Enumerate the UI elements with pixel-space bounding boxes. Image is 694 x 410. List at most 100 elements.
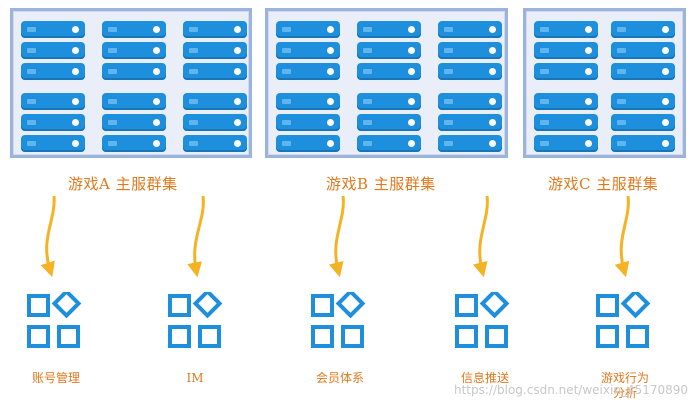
server-led-icon: [585, 68, 592, 75]
server-slot-icon: [363, 141, 372, 146]
server-led-icon: [234, 98, 241, 105]
server-led-icon: [72, 47, 79, 54]
server-slot-icon: [617, 27, 626, 32]
server-led-icon: [585, 119, 592, 126]
server-led-icon: [408, 47, 415, 54]
server-unit: [21, 114, 85, 131]
server-led-icon: [585, 26, 592, 33]
server-unit: [102, 114, 166, 131]
server-slot-icon: [108, 141, 117, 146]
server-slot-icon: [617, 69, 626, 74]
server-slot-icon: [617, 48, 626, 53]
server-slot-icon: [363, 99, 372, 104]
server-led-icon: [72, 119, 79, 126]
server-led-icon: [327, 47, 334, 54]
server-led-icon: [153, 26, 160, 33]
server-led-icon: [234, 47, 241, 54]
server-slot-icon: [27, 48, 36, 53]
server-led-icon: [153, 98, 160, 105]
server-unit: [357, 21, 421, 38]
server-led-icon: [408, 98, 415, 105]
server-unit: [276, 135, 340, 152]
server-led-icon: [489, 119, 496, 126]
server-slot-icon: [282, 69, 291, 74]
server-unit: [276, 93, 340, 110]
server-slot-icon: [189, 48, 198, 53]
server-unit: [611, 42, 675, 59]
server-unit: [438, 63, 502, 80]
server-unit: [357, 114, 421, 131]
server-unit: [276, 63, 340, 80]
server-led-icon: [153, 140, 160, 147]
server-led-icon: [408, 119, 415, 126]
server-led-icon: [489, 26, 496, 33]
server-slot-icon: [444, 141, 453, 146]
server-unit: [534, 135, 598, 152]
server-unit: [534, 93, 598, 110]
server-slot-icon: [108, 120, 117, 125]
server-led-icon: [327, 140, 334, 147]
server-slot-icon: [27, 99, 36, 104]
server-slot-icon: [444, 69, 453, 74]
server-unit: [183, 93, 247, 110]
cluster-label-b: 游戏B 主服群集: [326, 175, 436, 193]
server-slot-icon: [108, 99, 117, 104]
server-led-icon: [234, 119, 241, 126]
server-led-icon: [489, 47, 496, 54]
server-slot-icon: [363, 48, 372, 53]
server-led-icon: [234, 68, 241, 75]
service-label-membership: 会员体系: [315, 371, 364, 385]
server-unit: [438, 42, 502, 59]
server-slot-icon: [27, 141, 36, 146]
server-unit: [438, 93, 502, 110]
server-led-icon: [662, 68, 669, 75]
server-unit: [276, 21, 340, 38]
app-grid-diamond-icon: [27, 292, 82, 348]
curved-arrow-down-icon: [40, 195, 56, 278]
server-led-icon: [408, 26, 415, 33]
server-slot-icon: [27, 69, 36, 74]
server-led-icon: [234, 26, 241, 33]
server-unit: [183, 114, 247, 131]
server-led-icon: [408, 140, 415, 147]
server-led-icon: [662, 119, 669, 126]
server-slot-icon: [282, 48, 291, 53]
server-led-icon: [327, 98, 334, 105]
service-label-im: IM: [186, 371, 204, 385]
server-unit: [21, 93, 85, 110]
server-led-icon: [662, 98, 669, 105]
server-unit: [102, 42, 166, 59]
server-slot-icon: [27, 120, 36, 125]
server-slot-icon: [540, 99, 549, 104]
server-slot-icon: [617, 141, 626, 146]
server-unit: [611, 21, 675, 38]
server-led-icon: [72, 26, 79, 33]
curved-arrow-down-icon: [614, 195, 630, 278]
server-unit: [102, 135, 166, 152]
server-slot-icon: [282, 120, 291, 125]
server-slot-icon: [540, 48, 549, 53]
server-unit: [21, 42, 85, 59]
server-unit: [21, 135, 85, 152]
curved-arrow-down-icon: [187, 195, 205, 278]
server-unit: [357, 135, 421, 152]
server-led-icon: [327, 119, 334, 126]
server-slot-icon: [444, 99, 453, 104]
server-led-icon: [234, 140, 241, 147]
server-led-icon: [662, 26, 669, 33]
server-slot-icon: [540, 27, 549, 32]
server-unit: [357, 93, 421, 110]
server-led-icon: [585, 47, 592, 54]
server-slot-icon: [189, 141, 198, 146]
server-led-icon: [153, 47, 160, 54]
server-led-icon: [408, 68, 415, 75]
server-led-icon: [327, 68, 334, 75]
server-slot-icon: [27, 27, 36, 32]
cluster-label-a: 游戏A 主服群集: [68, 175, 178, 193]
server-slot-icon: [444, 48, 453, 53]
server-led-icon: [327, 26, 334, 33]
server-unit: [357, 63, 421, 80]
server-unit: [534, 114, 598, 131]
cluster-panel-b: [265, 8, 508, 158]
